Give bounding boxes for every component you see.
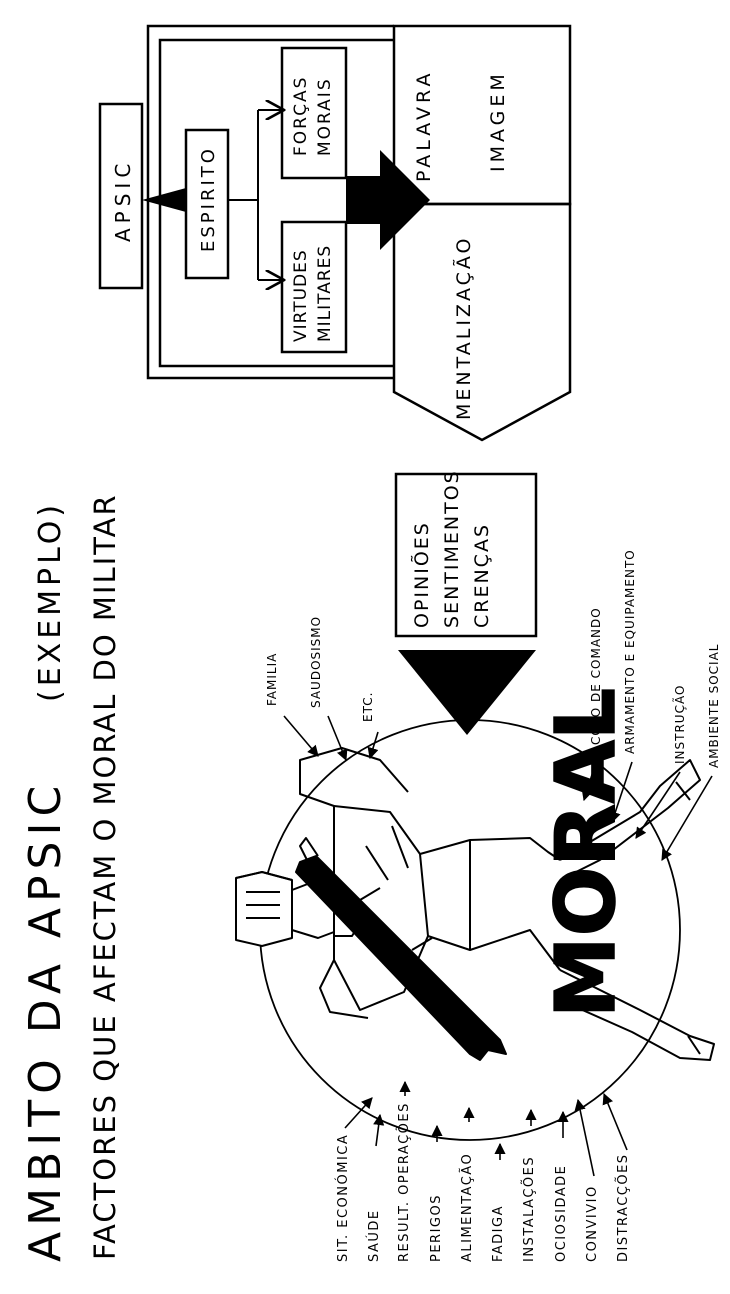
down-arrow-icon	[398, 650, 536, 735]
factor-ambiente-social: AMBIENTE SOCIAL	[707, 644, 721, 769]
factor-result-operacoes: RESULT. OPERAÇÕES	[396, 1102, 412, 1262]
factor-instalacoes: INSTALAÇÕES	[521, 1156, 537, 1262]
factor-saudosismo: SAUDOSISMO	[309, 616, 323, 708]
imagem-label: IMAGEM	[487, 70, 509, 172]
forcas-morais-label-1: FORÇAS	[291, 76, 311, 156]
page-title-suffix: (EXEMPLO)	[33, 501, 68, 702]
apsic-label: APSIC	[111, 159, 135, 242]
factor-distraccoes: DISTRACÇÕES	[615, 1153, 631, 1262]
espirito-label: ESPIRITO	[198, 146, 219, 252]
forcas-morais-label-2: MORAIS	[315, 77, 335, 156]
page-title: AMBITO DA APSIC	[20, 780, 71, 1262]
factor-accao-comando: ACÇÃO DE COMANDO	[588, 607, 603, 754]
sentimentos-label: SENTIMENTOS	[441, 469, 463, 628]
factor-perigos: PERIGOS	[429, 1194, 444, 1262]
factors-left: SIT. ECONÓMICA SAÚDE RESULT. OPERAÇÕES P…	[335, 1102, 631, 1262]
factor-saude: SAÚDE	[366, 1209, 382, 1262]
moral-label: MORAL	[539, 688, 634, 1018]
palavra-label: PALAVRA	[413, 70, 435, 182]
page-subtitle: FACTORES QUE AFECTAM O MORAL DO MILITAR	[88, 493, 122, 1260]
factor-fadiga: FADIGA	[491, 1205, 506, 1262]
factor-etc: ETC.	[361, 692, 375, 722]
soldier-figure	[236, 748, 714, 1060]
virtudes-militares-label-2: MILITARES	[315, 245, 335, 342]
factor-arrows-left	[345, 1082, 627, 1176]
factor-ociosidade: OCIOSIDADE	[554, 1165, 569, 1262]
opinioes-label: OPINIÕES	[410, 521, 433, 628]
factor-instrucao: INSTRUÇÃO	[672, 685, 687, 764]
factor-armamento-equipamento: ARMAMENTO E EQUIPAMENTO	[623, 549, 637, 754]
mentalizacao-label: MENTALIZAÇÃO	[452, 236, 475, 421]
factor-convivio: CONVIVIO	[585, 1185, 600, 1262]
factor-sit-economica: SIT. ECONÓMICA	[335, 1134, 351, 1262]
factor-familia: FAMILIA	[265, 653, 279, 706]
crencas-label: CRENÇAS	[471, 523, 493, 628]
factor-alimentacao: ALIMENTAÇÃO	[459, 1153, 475, 1262]
virtudes-militares-label-1: VIRTUDES	[291, 249, 311, 342]
